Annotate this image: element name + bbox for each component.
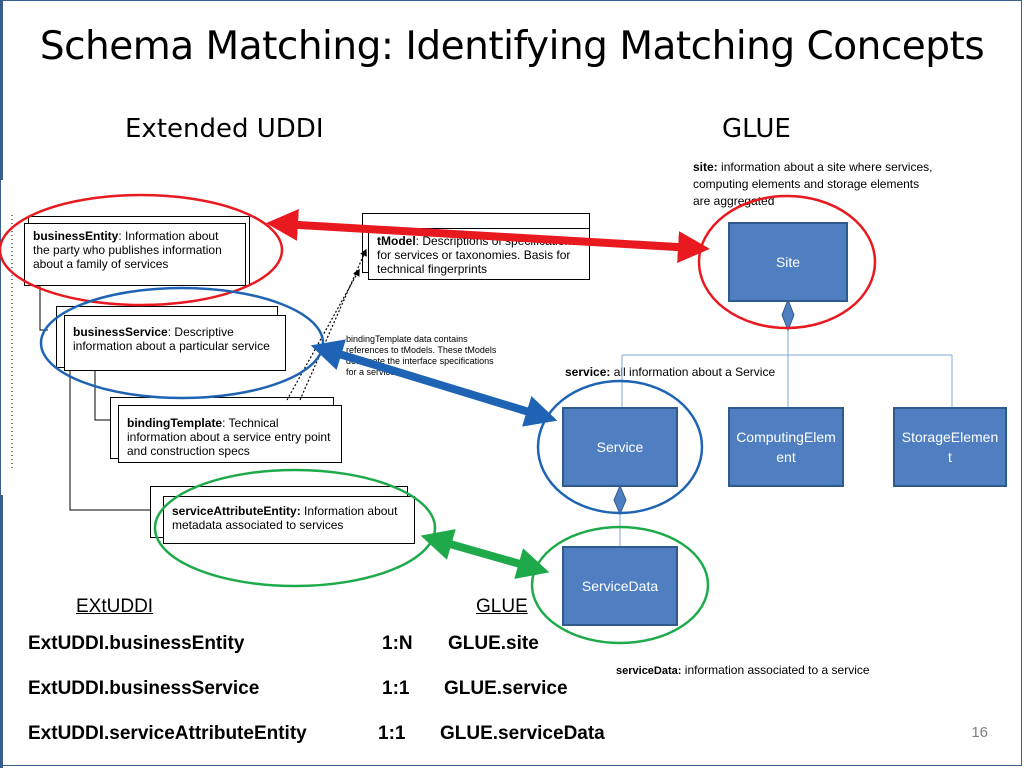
service-attribute-highlight [153, 468, 437, 588]
business-service-term: businessService [73, 325, 168, 339]
binding-template-term: bindingTemplate [127, 416, 223, 430]
business-entity-term: businessEntity [33, 229, 119, 243]
service-attribute-entity-desc: Information about metadata associated to… [172, 504, 398, 532]
slide-title: Schema Matching: Identifying Matching Co… [39, 24, 985, 69]
service-attribute-entity-box: serviceAttributeEntity: Information abou… [163, 496, 415, 544]
site-note-term: site: [693, 160, 718, 174]
mapping-header-extuddi: EXtUDDI [76, 596, 154, 617]
service-data-match-arrow [420, 529, 550, 579]
glue-node-service-data: ServiceData [562, 546, 678, 626]
slide-edge-mark-bottom [0, 495, 3, 768]
service-attribute-entity-term: serviceAttributeEntity: [172, 504, 301, 518]
glue-node-storage-element: StorageElement [893, 407, 1007, 487]
mapping-row-left-2: ExtUDDI.businessService [28, 678, 260, 699]
site-composition-diamond [781, 298, 795, 332]
service-note: service: all information about a Service [565, 364, 825, 381]
mapping-row-left-3: ExtUDDI.serviceAttributeEntity [28, 723, 307, 744]
binding-template-box: bindingTemplate: Technical information a… [118, 405, 342, 463]
glue-node-computing-element: ComputingElement [728, 407, 844, 487]
tmodel-reference-line-2 [299, 248, 367, 401]
slide-edge-mark-top [0, 0, 3, 180]
service-note-desc: all information about a Service [610, 365, 776, 379]
business-service-highlight [39, 286, 325, 400]
glue-node-site: Site [728, 222, 848, 302]
entity-site-match-arrow [266, 208, 710, 264]
binding-template-desc: : Technical information about a service … [127, 416, 331, 458]
business-service-desc: : Descriptive information about a partic… [73, 325, 270, 353]
mapping-row-right-1: GLUE.site [448, 633, 539, 654]
service-highlight [536, 379, 704, 515]
heading-extended-uddi: Extended UDDI [125, 114, 324, 144]
page-number: 16 [971, 724, 988, 741]
business-entity-desc: : Information about the party who publis… [33, 229, 222, 271]
service-data-note: serviceData: information associated to a… [616, 662, 936, 680]
mapping-row-right-3: GLUE.serviceData [440, 723, 605, 744]
glue-node-service: Service [562, 407, 678, 487]
mapping-row-left-1: ExtUDDI.businessEntity [28, 633, 245, 654]
service-data-highlight [530, 525, 710, 645]
service-match-arrow [310, 339, 558, 427]
business-entity-box: businessEntity: Information about the pa… [24, 223, 246, 286]
business-entity-highlight [0, 193, 284, 307]
site-note-desc: information about a site where services,… [693, 160, 933, 208]
service-data-note-term: serviceData: [616, 665, 682, 677]
mapping-row-ratio-2: 1:1 [382, 678, 410, 699]
heading-glue: GLUE [722, 114, 791, 144]
mapping-row-ratio-1: 1:N [382, 633, 413, 654]
service-data-note-desc: information associated to a service [681, 663, 870, 677]
site-highlight [697, 194, 877, 330]
mapping-row-ratio-3: 1:1 [378, 723, 406, 744]
service-note-term: service: [565, 365, 611, 379]
site-note: site: information about a site where ser… [693, 159, 933, 210]
mapping-header-glue: GLUE [476, 596, 528, 617]
mapping-row-right-2: GLUE.service [444, 678, 568, 699]
business-service-box: businessService: Descriptive information… [64, 315, 286, 371]
